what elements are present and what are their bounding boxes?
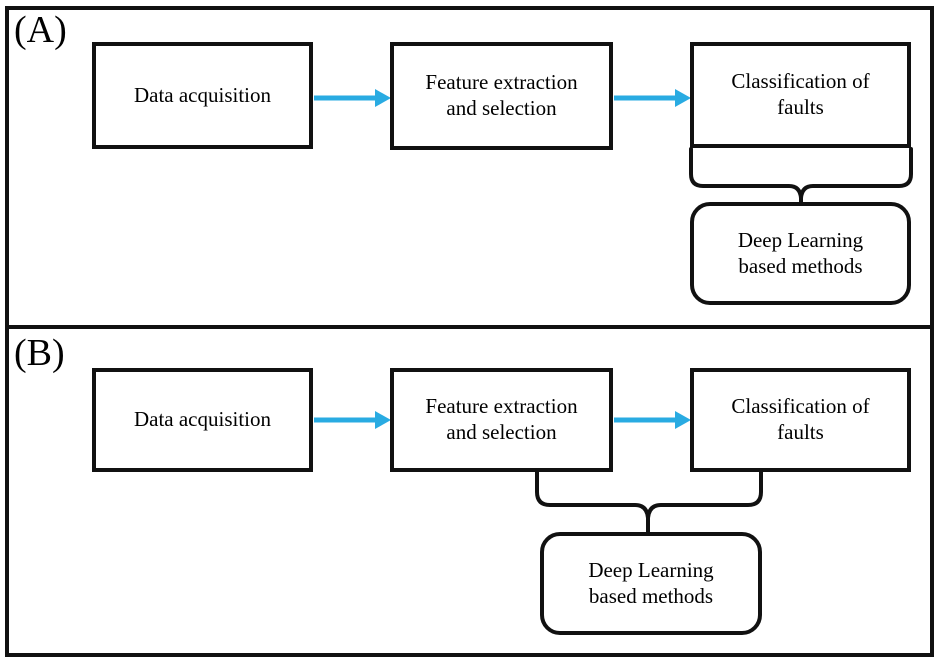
panel-a-feature-extraction-label: Feature extraction and selection	[425, 70, 578, 120]
panel-b-arrow-1	[314, 411, 391, 429]
panel-b-classification-label: Classification of faults	[731, 394, 870, 444]
panel-b-box-data-acquisition[interactable]: Data acquisition	[92, 368, 313, 472]
panel-b-box-feature-extraction[interactable]: Feature extraction and selection	[390, 368, 613, 472]
panel-a-label: (A)	[14, 9, 67, 51]
panel-a-classification-label: Classification of faults	[731, 69, 870, 119]
panel-b-box-classification[interactable]: Classification of faults	[690, 368, 911, 472]
panel-b-deep-learning-label: Deep Learning based methods	[588, 557, 714, 608]
panel-a-arrow-2	[614, 89, 691, 107]
panel-a-data-acquisition-label: Data acquisition	[133, 82, 272, 107]
panel-b-box-deep-learning[interactable]: Deep Learning based methods	[540, 532, 762, 635]
panel-b-arrow-2	[614, 411, 691, 429]
panel-a-box-deep-learning[interactable]: Deep Learning based methods	[690, 202, 911, 305]
panel-a-box-classification[interactable]: Classification of faults	[690, 42, 911, 148]
panel-a-arrow-1	[314, 89, 391, 107]
panel-b-feature-extraction-label: Feature extraction and selection	[425, 394, 578, 444]
panel-a-box-feature-extraction[interactable]: Feature extraction and selection	[390, 42, 613, 150]
panel-a-box-data-acquisition[interactable]: Data acquisition	[92, 42, 313, 149]
panel-b-data-acquisition-label: Data acquisition	[133, 407, 272, 432]
panel-b-curly-brace	[535, 469, 763, 536]
panel-a-deep-learning-label: Deep Learning based methods	[737, 227, 864, 278]
panel-a-curly-brace	[689, 147, 913, 206]
panel-b-label: (B)	[14, 332, 65, 374]
panel-divider-line	[5, 325, 934, 329]
